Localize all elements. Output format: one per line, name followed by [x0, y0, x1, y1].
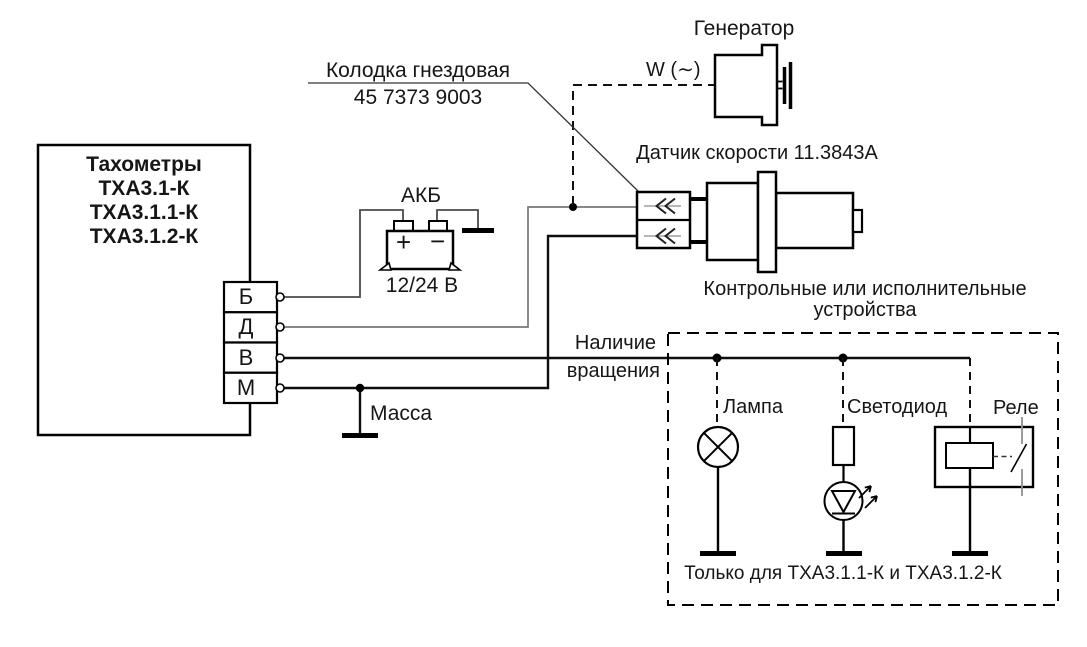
tachometer-title-block: Тахометры ТХА3.1-К ТХА3.1.1-К ТХА3.1.2-К: [38, 153, 250, 249]
battery-plus-sign: +: [396, 227, 412, 257]
wire-sensor-signal: [284, 206, 637, 328]
terminal-pin-icon: [275, 322, 285, 332]
terminal-label-m: М: [236, 375, 256, 400]
terminal-block: [222, 280, 285, 405]
tachometer-box: [36, 143, 252, 437]
tachometer-model: ТХА3.1.1-К: [89, 201, 199, 224]
junction-dot: [569, 203, 577, 211]
relay-contact-blade: [1010, 443, 1028, 473]
generator-symbol: [713, 43, 793, 127]
connector-label-line2: 45 7373 9003: [353, 86, 483, 109]
control-title-line1: Контрольные или исполнительные: [703, 278, 1027, 300]
generator-terminal-label: W (∼): [646, 59, 701, 81]
terminal-pin-icon: [275, 383, 285, 393]
wire-ground: [284, 234, 637, 390]
wire-generator-dashed: [572, 84, 714, 205]
generator-label: Генератор: [693, 17, 795, 40]
terminal-pin-icon: [275, 353, 285, 363]
terminal-label-d: Д: [238, 314, 254, 339]
battery-symbol: [377, 220, 463, 271]
wire-battery-minus: [436, 209, 479, 228]
wire-battery-plus: [284, 209, 404, 298]
control-note: Только для ТХА3.1.1-К и ТХА3.1.2-К: [684, 563, 1002, 584]
relay-icon: [933, 417, 1035, 556]
relay-label: Реле: [993, 397, 1039, 419]
led-arrow-icon: [858, 485, 872, 499]
battery-voltage: 12/24 В: [385, 274, 459, 297]
resistor-icon: [831, 425, 856, 467]
led-label: Светодиод: [847, 396, 948, 418]
branch-wires: [716, 358, 971, 427]
lamp-icon: [696, 425, 740, 556]
connector-socket-icon: [635, 190, 692, 250]
speed-sensor-symbol: [690, 170, 864, 274]
connector-label-line1: Колодка гнездовая: [325, 59, 511, 82]
led-arrow-icon: [864, 495, 878, 509]
wires: [284, 203, 970, 438]
junction-dot: [355, 383, 365, 393]
terminal-pin-icon: [275, 292, 285, 302]
sensor-label: Датчик скорости 11.3843А: [636, 142, 878, 164]
rotation-signal-line2: вращения: [566, 360, 660, 382]
lamp-label: Лампа: [723, 396, 783, 418]
battery-label: АКБ: [400, 184, 442, 207]
relay-coil: [945, 442, 994, 469]
tachometer-title: Тахометры: [86, 153, 202, 176]
ground-label: Масса: [370, 402, 433, 425]
battery-minus-sign: −: [430, 226, 446, 256]
tachometer-model: ТХА3.1.2-К: [89, 225, 199, 248]
led-icon: [823, 425, 878, 556]
control-title-line2: устройства: [813, 299, 917, 321]
rotation-signal-line1: Наличие: [574, 332, 656, 354]
terminal-label-b: Б: [238, 284, 254, 309]
connector-leader-line: [308, 82, 641, 194]
control-devices-box: [667, 332, 1059, 606]
terminal-label-v: В: [238, 345, 254, 370]
tachometer-model: ТХА3.1-К: [98, 177, 190, 200]
